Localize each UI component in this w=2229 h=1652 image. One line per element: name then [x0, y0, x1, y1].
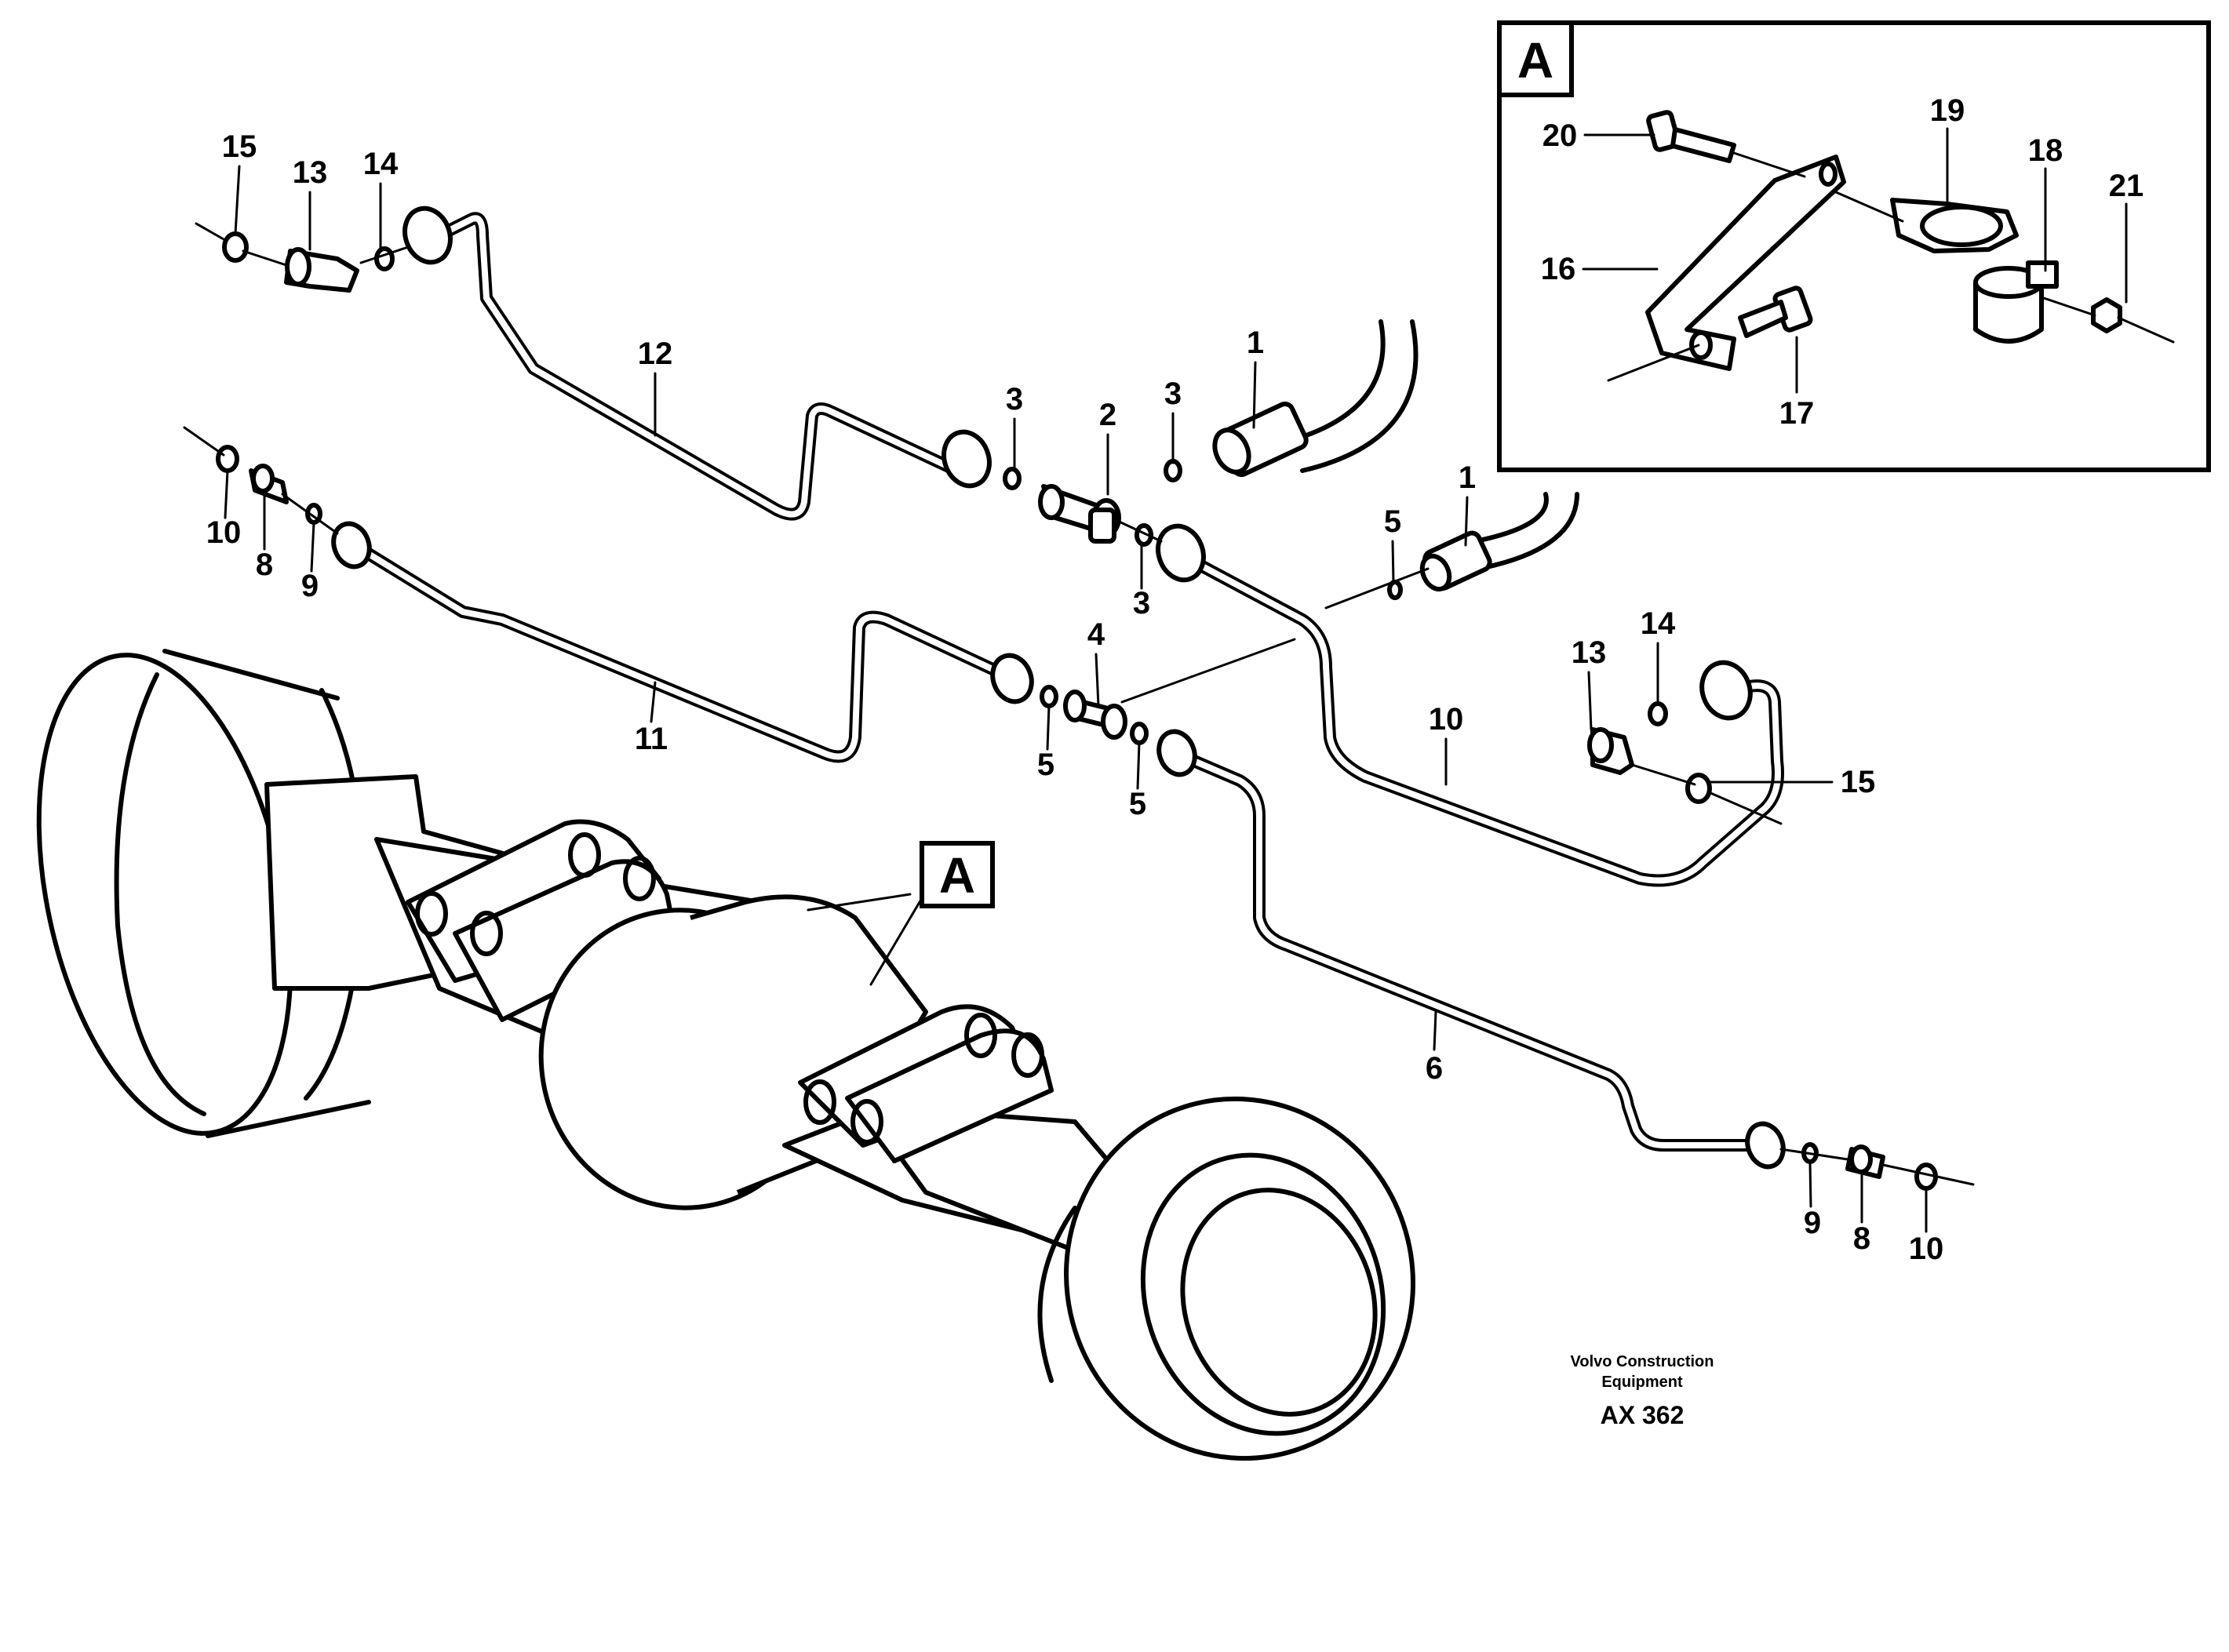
clamp-18: [1973, 260, 2059, 344]
left-wheel-hub: [36, 649, 371, 1138]
callout-10-left: 10: [206, 515, 242, 550]
callout-8-right: 8: [1853, 1221, 1870, 1256]
detail-a-panel: A: [1497, 20, 2211, 472]
clamp-19: [1834, 191, 2019, 253]
pipe-7: [355, 543, 1011, 763]
callout-3-a: 3: [1006, 382, 1023, 417]
callout-3-b: 3: [1164, 377, 1182, 411]
callout-8-left: 8: [256, 548, 273, 582]
callout-9-right: 9: [1804, 1206, 1821, 1240]
callout-14-left: 14: [363, 147, 399, 181]
callout-21: 21: [2109, 169, 2144, 203]
callout-2: 2: [1099, 398, 1116, 432]
callout-16: 16: [1541, 252, 1576, 286]
caption-line-2: Equipment: [1601, 1374, 1683, 1391]
detail-box-label: A: [1517, 32, 1553, 89]
pipe-11: [1178, 551, 1784, 887]
caption-code: AX 362: [1601, 1401, 1684, 1429]
callout-13-left: 13: [293, 155, 328, 190]
right-wheel-hub: [1037, 1096, 1415, 1461]
callout-14-right: 14: [1641, 606, 1676, 641]
bracket-16: [1607, 155, 1846, 382]
callout-4: 4: [1087, 617, 1105, 652]
callout-1-lower: 1: [1459, 460, 1476, 495]
callout-12: 12: [638, 337, 673, 371]
callout-5-a: 5: [1037, 748, 1054, 782]
detail-marker-label: A: [939, 847, 975, 904]
callout-11: 10: [1429, 702, 1464, 737]
callout-18: 18: [2028, 133, 2063, 168]
callout-5-upper: 5: [1384, 504, 1401, 539]
callout-3-c: 3: [1133, 586, 1150, 620]
caption-line-1: Volvo Construction: [1571, 1353, 1714, 1370]
callout-19: 19: [1930, 93, 1965, 128]
pipe-12: [433, 212, 963, 521]
nut-21: [2042, 297, 2175, 344]
callout-7: 11: [635, 722, 668, 756]
callout-1-upper: 1: [1247, 326, 1264, 360]
callout-labels: 15 13 14 12 1 3 2 3 3 1 5 4 5 5 10 8 9 1…: [206, 129, 1944, 1266]
axle-assembly: A: [36, 649, 1415, 1461]
hose-1-lower: [1419, 492, 1579, 592]
callout-10-right: 10: [1909, 1232, 1944, 1266]
callout-9-left: 9: [301, 569, 319, 603]
bolt-17: [1738, 286, 1813, 338]
bolt-20: [1646, 110, 1806, 178]
callout-20: 20: [1542, 118, 1578, 153]
callout-17: 17: [1779, 396, 1815, 431]
callout-15-left: 15: [222, 129, 257, 164]
pipe-6: [1178, 751, 1764, 1152]
caption: Volvo Construction Equipment AX 362: [1571, 1353, 1714, 1429]
callout-15-right: 15: [1841, 765, 1876, 799]
callout-5-b: 5: [1129, 787, 1146, 821]
callout-6: 6: [1426, 1051, 1443, 1086]
callout-13-right: 13: [1572, 635, 1607, 670]
hose-1-upper: [1212, 319, 1419, 478]
